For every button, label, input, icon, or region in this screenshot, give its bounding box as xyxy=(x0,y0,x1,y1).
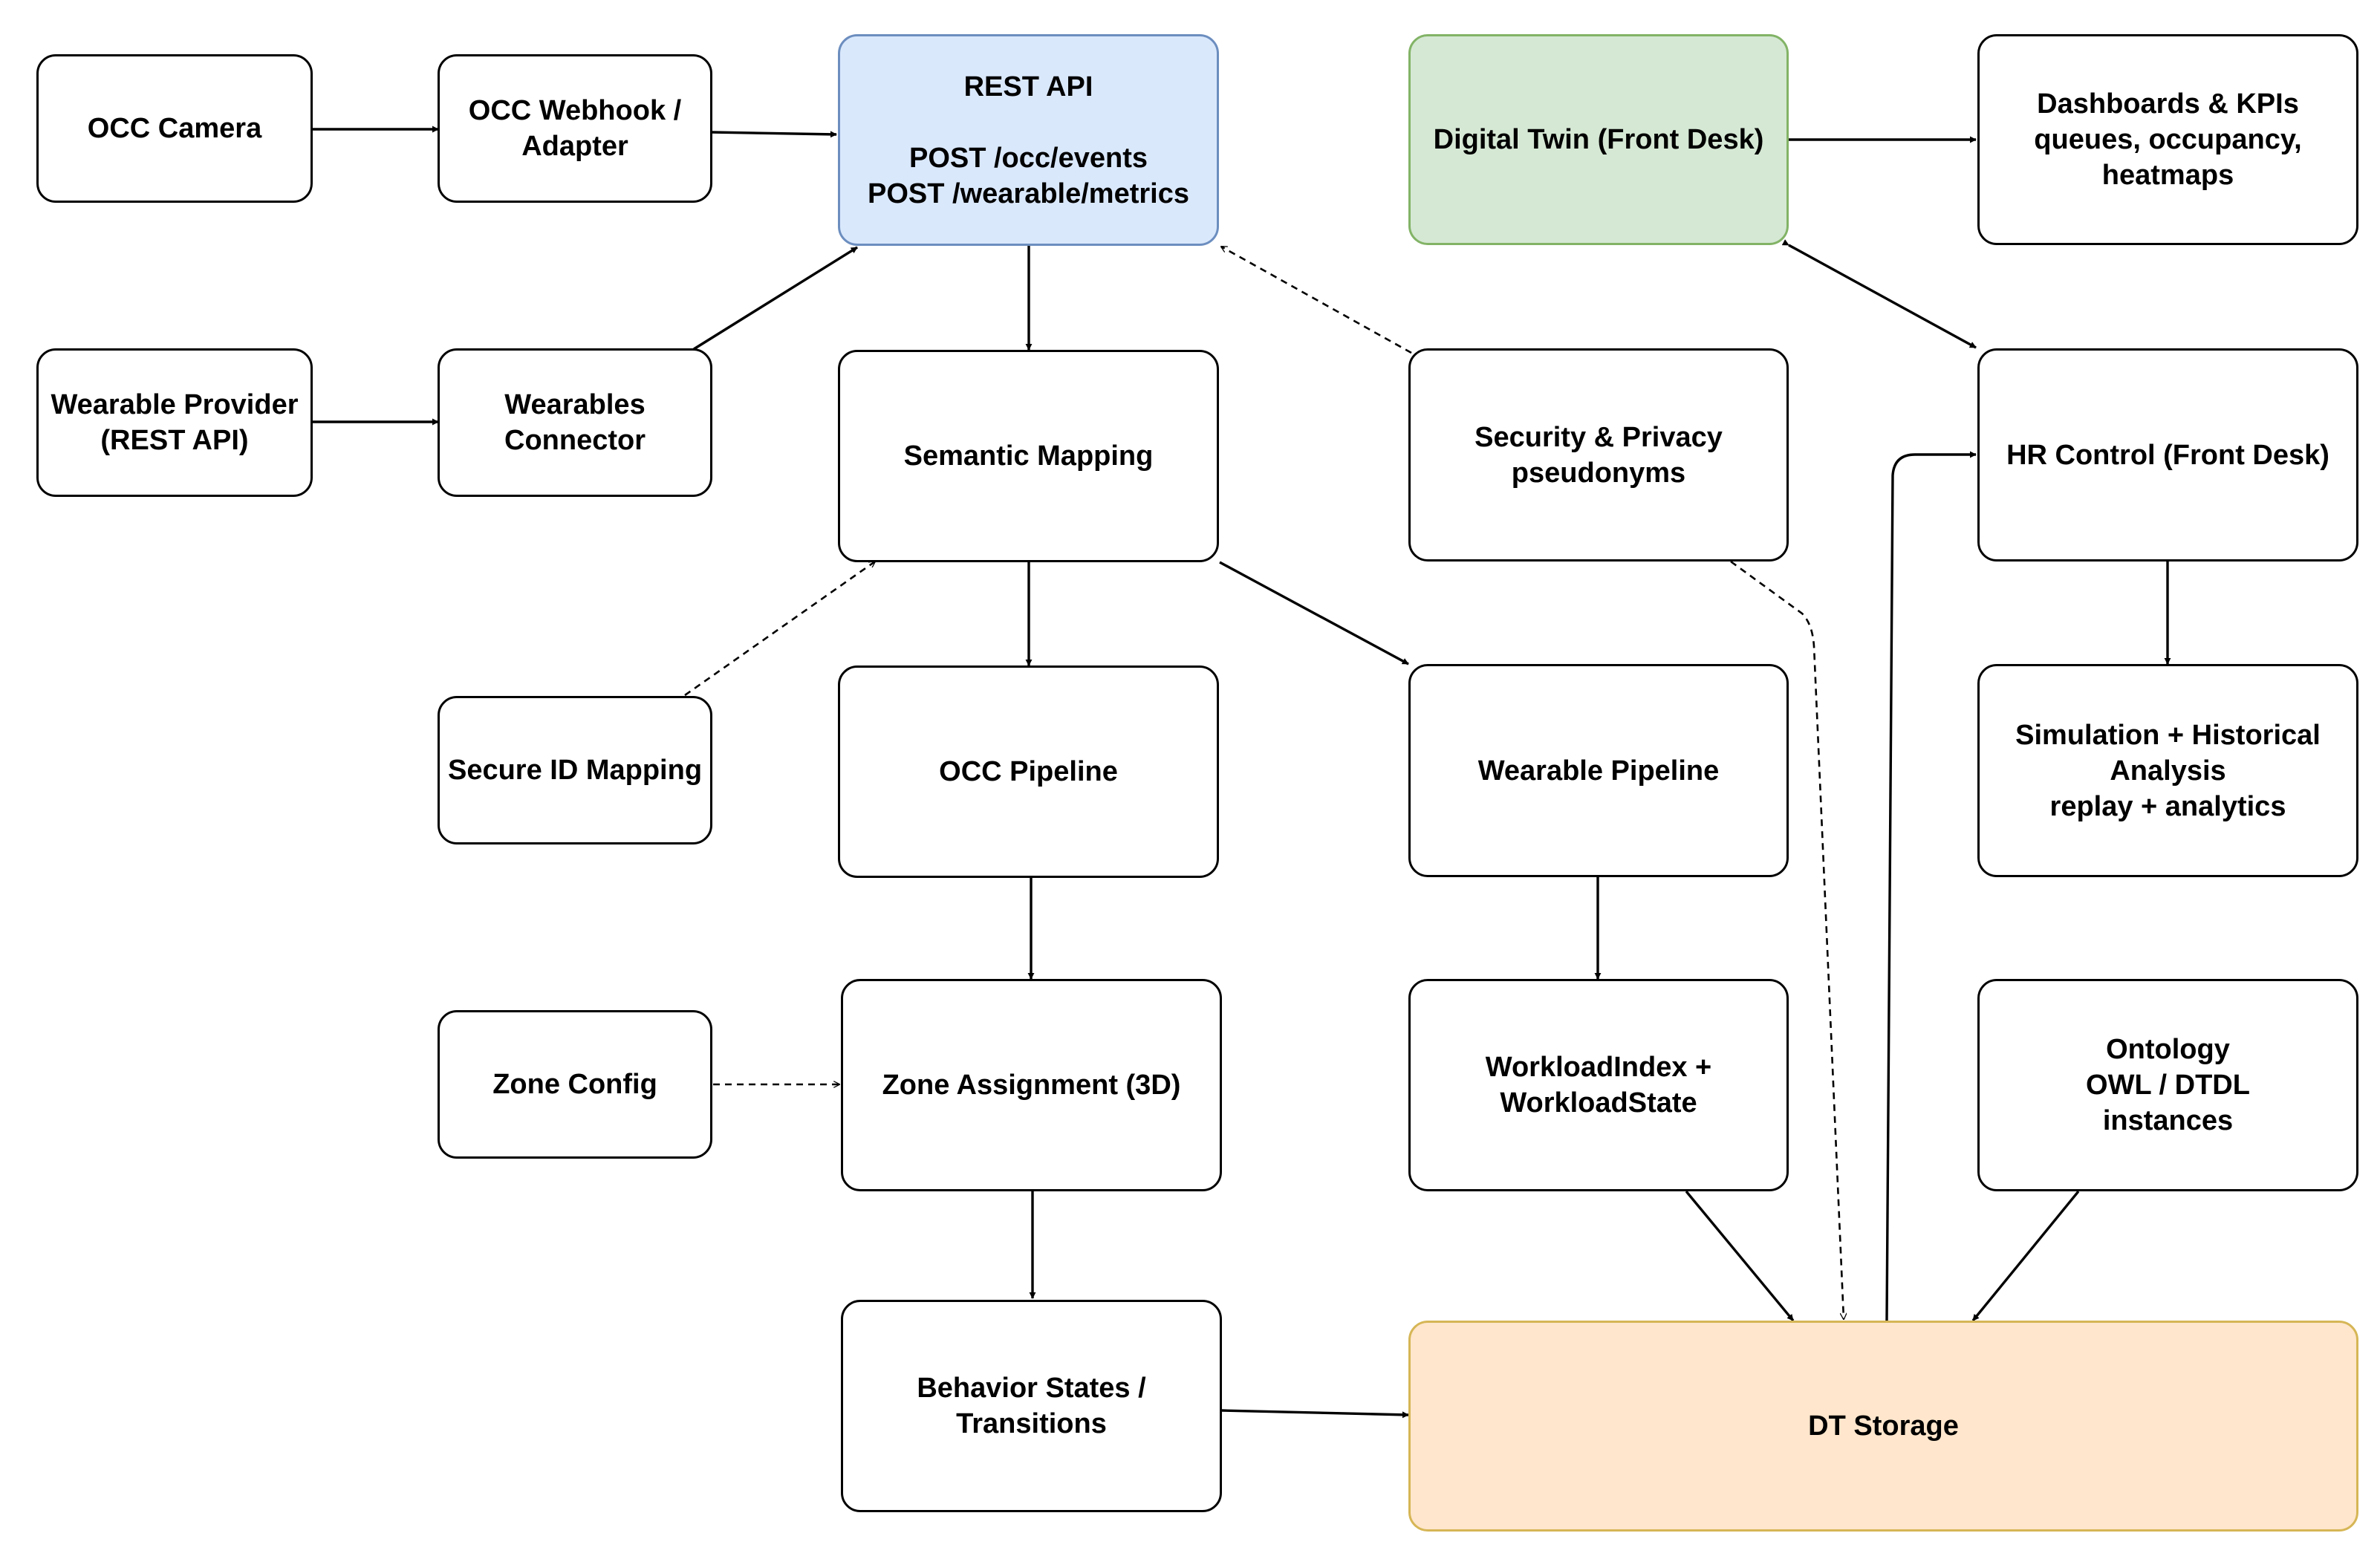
node-ontology: Ontology OWL / DTDL instances xyxy=(1977,979,2358,1191)
node-occ-pipeline: OCC Pipeline xyxy=(838,665,1219,878)
node-wearable-pipeline: Wearable Pipeline xyxy=(1408,664,1789,877)
node-dt-storage: DT Storage xyxy=(1408,1321,2358,1532)
edge-ontology-storage xyxy=(1971,1190,2080,1322)
node-zone-assignment-3d: Zone Assignment (3D) xyxy=(841,979,1222,1191)
edge-workload-storage xyxy=(1685,1190,1795,1322)
node-rest-api: REST API POST /occ/events POST /wearable… xyxy=(838,34,1219,246)
edge-semantic-wearablepipeline xyxy=(1219,561,1409,665)
node-digital-twin-front-desk: Digital Twin (Front Desk) xyxy=(1408,34,1789,245)
node-dashboards-kpis: Dashboards & KPIs queues, occupancy, hea… xyxy=(1977,34,2358,245)
node-zone-config: Zone Config xyxy=(438,1010,712,1159)
node-wearables-connector: Wearables Connector xyxy=(438,348,712,497)
node-occ-webhook-adapter: OCC Webhook / Adapter xyxy=(438,54,712,203)
node-simulation-historical-analysis: Simulation + Historical Analysis replay … xyxy=(1977,664,2358,877)
edge-twin-hrcontrol xyxy=(1781,239,1977,349)
edge-behavior-storage xyxy=(1221,1409,1409,1419)
node-semantic-mapping: Semantic Mapping xyxy=(838,350,1219,562)
node-occ-camera: OCC Camera xyxy=(36,54,313,203)
edge-storage-hrcontrol xyxy=(1885,451,1977,1321)
edge-secureid-semantic-dashed xyxy=(684,562,875,697)
node-secure-id-mapping: Secure ID Mapping xyxy=(438,696,712,844)
edge-connector-restapi xyxy=(693,246,858,351)
node-hr-control-front-desk: HR Control (Front Desk) xyxy=(1977,348,2358,562)
edge-webhook-restapi xyxy=(711,131,837,138)
node-workload-index-state: WorkloadIndex + WorkloadState xyxy=(1408,979,1789,1191)
node-security-privacy: Security & Privacy pseudonyms xyxy=(1408,348,1789,562)
edge-security-storage-dashed xyxy=(1730,560,1844,1319)
node-behavior-states-transitions: Behavior States / Transitions xyxy=(841,1300,1222,1512)
node-wearable-provider: Wearable Provider (REST API) xyxy=(36,348,313,497)
edge-security-restapi-dashed xyxy=(1221,245,1412,354)
